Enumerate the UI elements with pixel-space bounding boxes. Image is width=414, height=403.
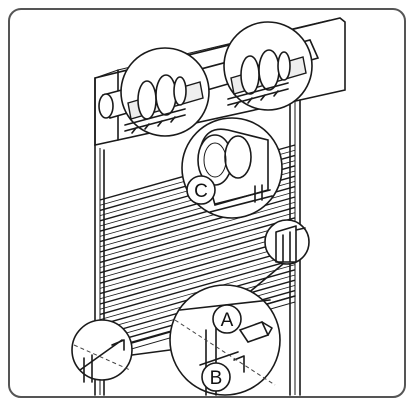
callout-c-label: C bbox=[194, 181, 208, 202]
shutter-slat bbox=[99, 212, 296, 268]
magnifier-top-left bbox=[120, 47, 210, 137]
shutter-slat bbox=[99, 253, 296, 310]
shutter-slat bbox=[99, 217, 296, 274]
callout-a-label: A bbox=[221, 310, 234, 331]
callout-b: B bbox=[201, 362, 231, 392]
shutter-slat bbox=[99, 233, 296, 289]
callout-c: C bbox=[186, 175, 216, 205]
magnifier-rail-right bbox=[264, 219, 310, 265]
callout-a: A bbox=[212, 304, 242, 334]
shutter-slat bbox=[99, 201, 296, 258]
shutter-slat bbox=[99, 248, 296, 305]
shutter-slat bbox=[99, 206, 296, 264]
shutter-slat bbox=[99, 222, 296, 279]
callout-b-label: B bbox=[210, 368, 223, 389]
shutter-slat bbox=[99, 243, 296, 300]
shutter-slat bbox=[99, 227, 296, 284]
shutter-slat bbox=[99, 258, 296, 316]
shutter-slat bbox=[99, 237, 296, 295]
magnifier-top-right bbox=[223, 21, 313, 111]
magnifier-bottom-left bbox=[71, 319, 133, 383]
